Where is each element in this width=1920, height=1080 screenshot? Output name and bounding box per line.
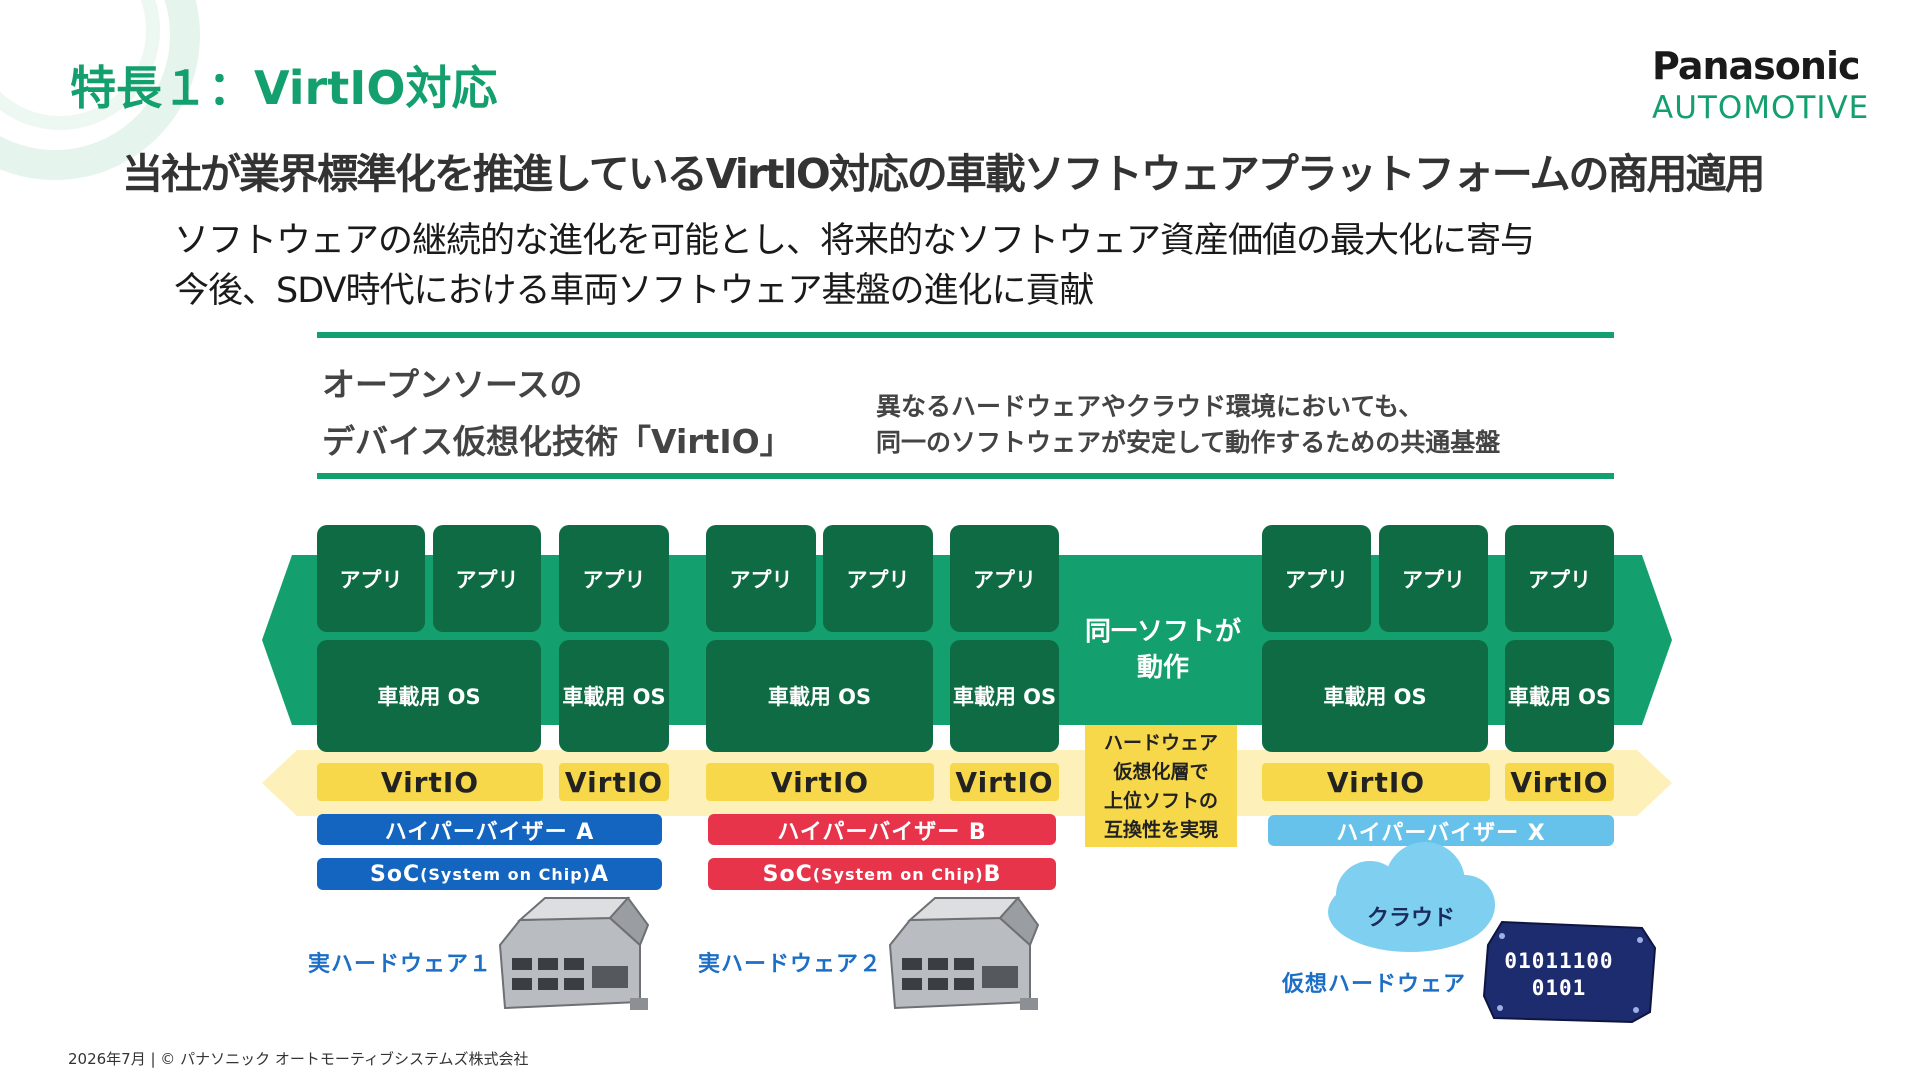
ecu-device-2-icon <box>890 898 1038 1010</box>
footer-copyright: 2026年7月 | © パナソニック オートモーティブシステムズ株式会社 <box>68 1048 529 1069</box>
hardware-label-virtual: 仮想ハードウェア <box>1282 966 1466 998</box>
cloud-icon <box>1328 842 1495 952</box>
binary-line-2: 0101 <box>1494 975 1624 1002</box>
ecu-device-1-icon <box>500 898 648 1010</box>
binary-line-1: 01011100 <box>1494 948 1624 975</box>
hardware-label-2: 実ハードウェア２ <box>698 946 882 978</box>
cloud-label: クラウド <box>1367 900 1455 932</box>
hardware-label-1: 実ハードウェア１ <box>308 946 492 978</box>
binary-text: 01011100 0101 <box>1494 948 1624 1002</box>
